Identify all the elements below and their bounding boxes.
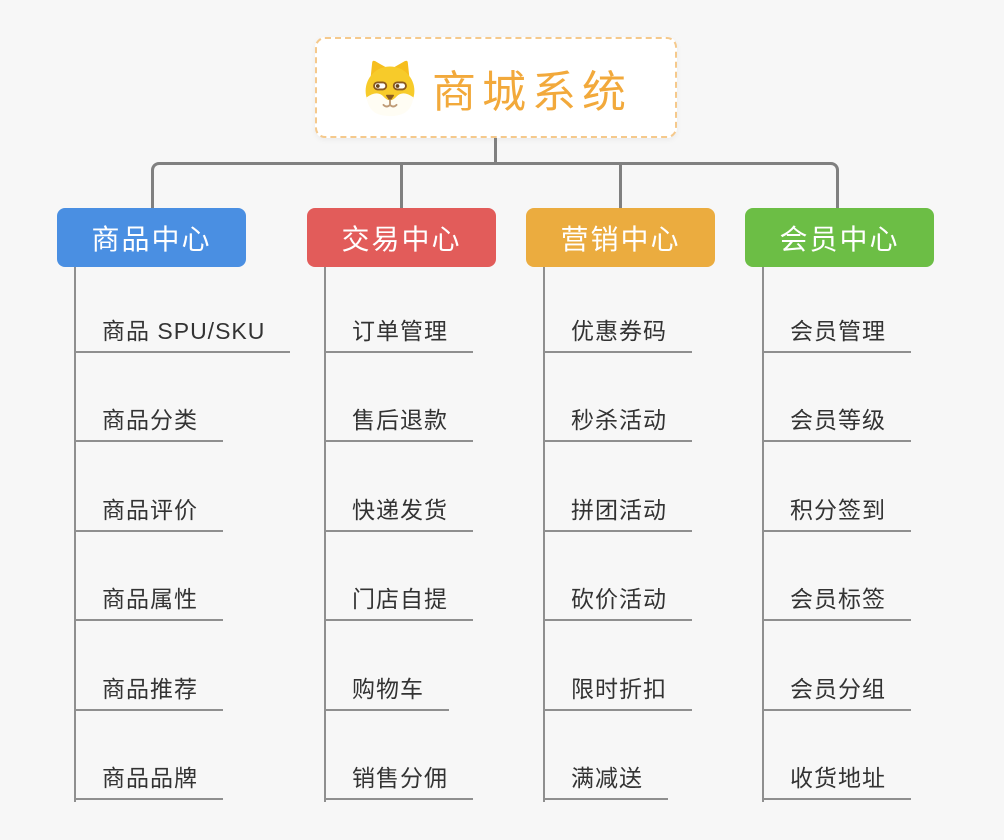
subtopic-aftersale-refund[interactable]: 售后退款: [324, 407, 473, 442]
subtopic-shopping-cart[interactable]: 购物车: [324, 676, 449, 711]
branch-marketing-center[interactable]: 营销中心: [526, 208, 715, 267]
spine-member-center: [762, 267, 764, 802]
branch-product-center[interactable]: 商品中心: [57, 208, 246, 267]
connector-rail: [399, 162, 621, 165]
connector-drop-trade: [400, 162, 403, 208]
root-topic[interactable]: 商城系统: [315, 37, 677, 138]
subtopic-product-recommend[interactable]: 商品推荐: [74, 676, 223, 711]
subtopic-member-tag[interactable]: 会员标签: [762, 586, 911, 621]
connector-elbow-left: [151, 162, 401, 208]
spine-marketing-center: [543, 267, 545, 802]
branch-trade-center[interactable]: 交易中心: [307, 208, 496, 267]
connector-drop-marketing: [619, 162, 622, 208]
subtopic-flash-sale[interactable]: 秒杀活动: [543, 407, 692, 442]
subtopic-shipping-address[interactable]: 收货地址: [762, 765, 911, 800]
subtopic-member-level[interactable]: 会员等级: [762, 407, 911, 442]
spine-trade-center: [324, 267, 326, 802]
spine-product-center: [74, 267, 76, 802]
root-topic-title: 商城系统: [432, 67, 632, 117]
subtopic-product-review[interactable]: 商品评价: [74, 497, 223, 532]
subtopic-member-group[interactable]: 会员分组: [762, 676, 911, 711]
subtopic-member-management[interactable]: 会员管理: [762, 318, 911, 353]
subtopic-product-attribute[interactable]: 商品属性: [74, 586, 223, 621]
subtopic-bargain-activity[interactable]: 砍价活动: [543, 586, 692, 621]
branch-member-center[interactable]: 会员中心: [745, 208, 934, 267]
subtopic-product-spu-sku[interactable]: 商品 SPU/SKU: [74, 318, 291, 353]
subtopic-limited-time-discount[interactable]: 限时折扣: [543, 676, 692, 711]
subtopic-product-category[interactable]: 商品分类: [74, 407, 223, 442]
subtopic-full-reduction[interactable]: 满减送: [543, 765, 668, 800]
subtopic-group-buy[interactable]: 拼团活动: [543, 497, 692, 532]
subtopic-coupon-code[interactable]: 优惠券码: [543, 318, 692, 353]
subtopic-sales-commission[interactable]: 销售分佣: [324, 765, 473, 800]
connector-elbow-right: [620, 162, 839, 208]
dog-face-icon: [365, 60, 415, 116]
subtopic-express-delivery[interactable]: 快递发货: [324, 497, 473, 532]
connector-root-stub: [494, 138, 497, 164]
subtopic-store-pickup[interactable]: 门店自提: [324, 586, 473, 621]
subtopic-product-brand[interactable]: 商品品牌: [74, 765, 223, 800]
subtopic-points-checkin[interactable]: 积分签到: [762, 497, 911, 532]
subtopic-order-management[interactable]: 订单管理: [324, 318, 473, 353]
